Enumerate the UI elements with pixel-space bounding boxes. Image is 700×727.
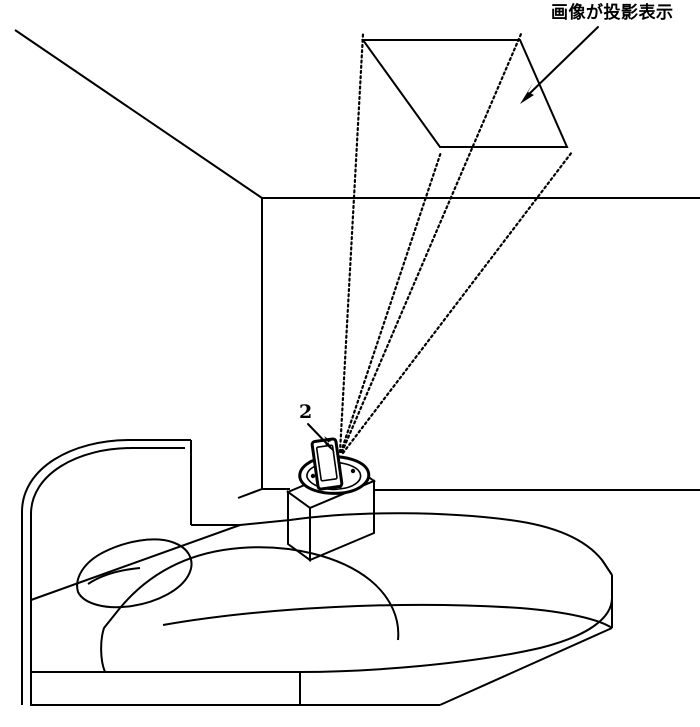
caption-arrow-head <box>520 83 534 104</box>
projection-ray-4 <box>341 150 574 455</box>
smartphone-body-group[interactable] <box>310 437 344 491</box>
projection-light-rays <box>338 32 574 455</box>
projection-caption-label: 画像が投影表示 <box>551 3 674 23</box>
bed-base-right-shoulder <box>601 559 613 576</box>
reference-leader-arrowhead <box>324 436 335 453</box>
bed-base-front-bottom <box>30 672 440 706</box>
projected-image-quad <box>361 39 569 148</box>
duvet-left-fold <box>100 607 121 673</box>
pillow-crease <box>87 567 141 585</box>
projector-device[interactable] <box>298 437 371 495</box>
projection-ray-1 <box>338 32 365 454</box>
reference-numeral-2: 2 <box>299 401 313 423</box>
pillow-outline <box>76 538 193 609</box>
bed-group <box>21 439 613 706</box>
reference-leader-2 <box>307 423 335 453</box>
projection-ray-3 <box>340 32 523 454</box>
dock-dot-right <box>350 468 356 474</box>
ceiling-edge-line <box>14 29 263 199</box>
duvet-hump-contour <box>119 546 400 641</box>
caption-arrow-shaft <box>524 26 599 99</box>
caption-arrow <box>520 26 599 104</box>
floor-baseboard-left <box>237 488 263 499</box>
headboard-inner-curve <box>30 447 185 600</box>
duvet-top-edge <box>30 512 613 601</box>
duvet-crease-long <box>162 603 613 629</box>
projection-ray-2 <box>339 150 443 454</box>
smartphone-screen[interactable] <box>315 444 338 482</box>
duvet-front-edge <box>105 575 613 673</box>
headboard-outer-curve <box>21 439 191 600</box>
room-structure <box>14 29 700 499</box>
bed-base-right-bevel <box>439 627 613 706</box>
dock-dot-left <box>310 473 316 479</box>
projected-image-outline <box>361 39 569 148</box>
